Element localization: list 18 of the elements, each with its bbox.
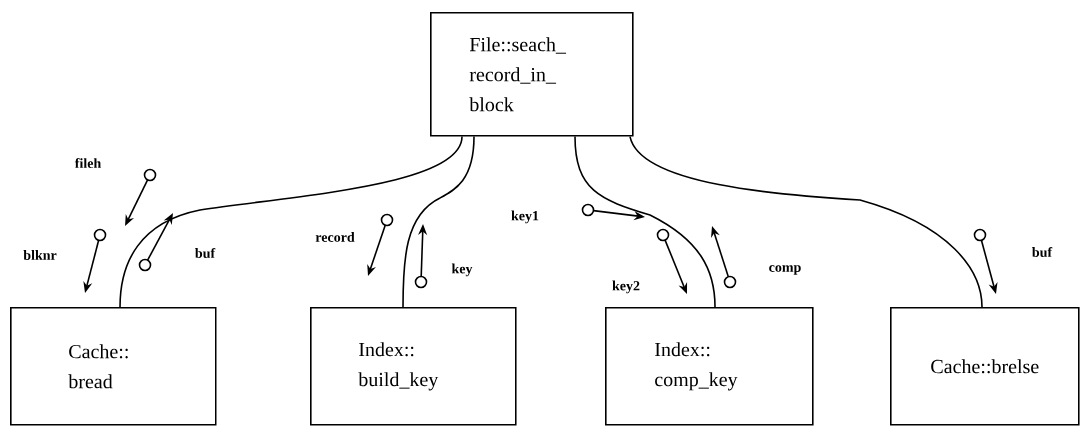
- module-box: Cache::brelse: [890, 307, 1080, 426]
- couple-label: key2: [612, 280, 640, 294]
- connector-line: [629, 135, 983, 308]
- connector-line: [574, 135, 716, 308]
- module-box: Cache:: bread: [10, 307, 217, 426]
- module-box: Index:: comp_key: [605, 307, 814, 426]
- couple-label: blknr: [23, 250, 57, 260]
- couple-label: buf: [195, 247, 216, 258]
- connector-line: [402, 135, 475, 308]
- module-box: Index:: build_key: [310, 307, 517, 426]
- couple-label: comp: [769, 265, 801, 275]
- couple-label: key: [451, 263, 473, 277]
- module-box: File::seach_ record_in_ block: [430, 12, 634, 137]
- couple-label: record: [315, 232, 355, 242]
- couple-label: fileh: [74, 158, 102, 168]
- couple-label: key1: [511, 210, 539, 224]
- connector-line: [119, 135, 463, 308]
- couple-label: buf: [1032, 246, 1053, 257]
